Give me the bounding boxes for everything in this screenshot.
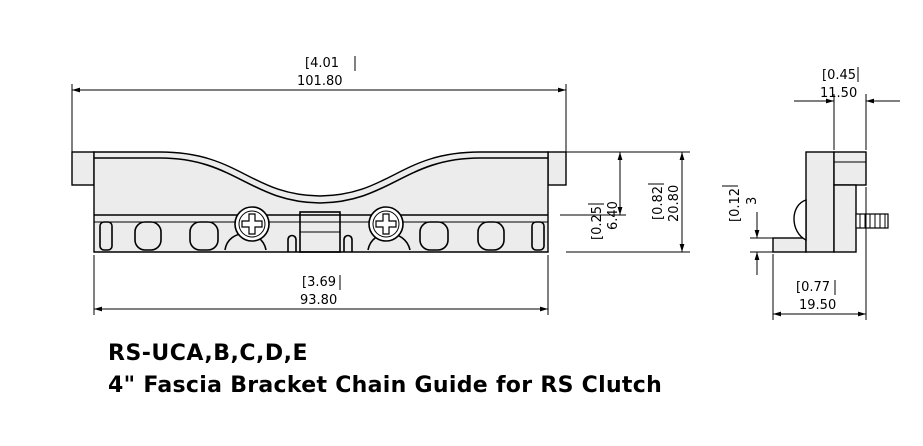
part-number-title: RS-UCA,B,C,D,E xyxy=(108,341,308,366)
right-end-tab xyxy=(547,151,567,186)
threaded-screw xyxy=(855,213,889,229)
base-depth-in: [0.77 xyxy=(796,280,830,295)
left-screw xyxy=(234,206,270,242)
side-view xyxy=(772,151,889,253)
side-lower xyxy=(833,184,857,253)
front-view xyxy=(71,151,567,253)
lip-height-in: [0.12 xyxy=(728,188,743,222)
upper-curve xyxy=(94,157,548,204)
screw-head xyxy=(793,199,807,242)
base-foot xyxy=(772,237,807,253)
groove-depth-dimension: [0.25 6.40 xyxy=(560,151,690,253)
right-screw xyxy=(368,206,404,242)
overall-length-dimension: [4.01 101.80 xyxy=(71,56,567,152)
base-depth-dimension: [0.77 19.50 xyxy=(772,187,867,320)
part-description-title: 4" Fascia Bracket Chain Guide for RS Clu… xyxy=(108,373,663,398)
groove-depth-mm: 6.40 xyxy=(606,201,621,230)
overall-height-dimension: [0.82 20.80 xyxy=(648,152,685,252)
inner-length-dimension: [3.69 93.80 xyxy=(93,255,549,315)
base-depth-mm: 19.50 xyxy=(799,298,836,313)
side-body xyxy=(805,151,835,253)
overall-height-in: [0.82 xyxy=(651,186,666,220)
top-cap xyxy=(833,151,867,186)
inner-length-mm: 93.80 xyxy=(300,293,337,308)
top-width-mm: 11.50 xyxy=(820,86,857,101)
overall-length-mm: 101.80 xyxy=(297,74,343,89)
top-width-dimension: [0.45 11.50 xyxy=(794,67,900,150)
lip-height-dimension: [0.12 3 xyxy=(722,185,773,275)
overall-length-in: [4.01 xyxy=(305,56,339,71)
top-width-in: [0.45 xyxy=(822,68,856,83)
overall-height-mm: 20.80 xyxy=(667,185,682,222)
bracket-body xyxy=(93,151,549,253)
inner-length-in: [3.69 xyxy=(302,275,336,290)
left-end-tab xyxy=(71,151,95,186)
groove-depth-in: [0.25 xyxy=(590,206,605,240)
lip-height-mm: 3 xyxy=(745,197,760,205)
